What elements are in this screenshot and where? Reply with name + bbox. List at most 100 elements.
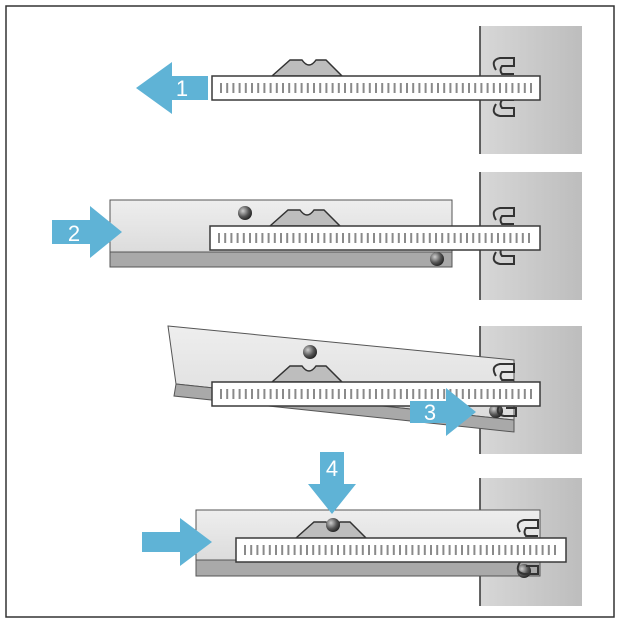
rail-tick	[344, 389, 346, 399]
rail-tick	[366, 233, 369, 243]
rail-tick	[244, 545, 246, 555]
rail-tick	[362, 83, 365, 93]
rail-tick	[480, 83, 483, 93]
rail-tick	[535, 545, 538, 555]
rail-tick	[337, 83, 340, 93]
ball-bearing	[303, 345, 317, 359]
rail-tick	[393, 389, 396, 399]
rail-tick	[454, 545, 457, 555]
rail-tick	[368, 83, 371, 93]
rail-tick	[393, 83, 396, 93]
rail	[235, 537, 567, 563]
rail-tick	[486, 83, 489, 93]
rail-clip-top	[492, 57, 515, 75]
rail-tick	[249, 233, 251, 243]
rail-tick	[418, 389, 421, 399]
rail-tick	[319, 83, 322, 93]
rail-tick	[430, 545, 432, 555]
rail-tick	[331, 389, 334, 399]
rail-tick	[435, 233, 437, 243]
rail-tick	[412, 389, 415, 399]
rail-tick	[275, 545, 277, 555]
rail-tick	[461, 389, 464, 399]
rail-clip-bottom	[492, 99, 515, 117]
rail-tick	[449, 83, 452, 93]
rail-tick	[293, 545, 296, 555]
rail-tick	[474, 389, 477, 399]
rail-tick	[325, 389, 328, 399]
rail-tick	[299, 545, 302, 555]
rail-tick	[554, 545, 556, 555]
rail-tick	[312, 545, 315, 555]
step-number-1: 1	[176, 76, 188, 101]
rail-tick	[473, 545, 476, 555]
rail-tick	[399, 545, 401, 555]
rail-tick	[523, 83, 526, 93]
rail-tick	[498, 545, 501, 555]
rail-tick	[467, 545, 470, 555]
rail-tick	[298, 233, 301, 243]
ball-bearing	[238, 206, 252, 220]
rail-tick	[306, 545, 308, 555]
rail	[211, 381, 541, 407]
rail-tick	[391, 233, 394, 243]
rail-tick	[375, 389, 377, 399]
rail-tick	[349, 545, 352, 555]
rail-tick	[319, 389, 322, 399]
ball-bearing	[326, 518, 340, 532]
rail-tick	[399, 83, 402, 93]
rail-tick	[250, 545, 253, 555]
rail-tick	[509, 233, 512, 243]
rail-tick	[273, 233, 276, 243]
step-number-3: 3	[424, 400, 436, 425]
rail-tick	[344, 83, 346, 93]
rail-tick	[287, 545, 290, 555]
rail-tick	[490, 233, 493, 243]
rail-tick	[226, 83, 229, 93]
rail-tick	[374, 545, 377, 555]
rail-tick	[437, 83, 439, 93]
rail-tick	[484, 233, 487, 243]
rail-tick	[356, 389, 359, 399]
rail-tick	[510, 545, 513, 555]
step-1-panel: 1	[136, 26, 582, 154]
rail-tick	[399, 389, 402, 399]
rail-tick	[386, 545, 389, 555]
rail-tick	[304, 233, 307, 243]
rail-tick	[422, 233, 425, 243]
rail-tick	[281, 545, 284, 555]
rail-tick	[523, 545, 525, 555]
rail-tick	[381, 389, 384, 399]
slider-bump	[268, 209, 342, 227]
rail-tick	[362, 389, 365, 399]
rail-tick	[523, 389, 526, 399]
rail-tick	[443, 83, 446, 93]
slider-bump	[270, 59, 344, 77]
rail-tick	[348, 233, 351, 243]
rail-tick	[428, 233, 431, 243]
rail-tick	[499, 389, 501, 399]
rail-tick	[529, 545, 532, 555]
rail-tick	[436, 545, 439, 555]
shelf-edge	[109, 251, 453, 268]
rail-tick	[411, 545, 414, 555]
rail-tick	[447, 233, 450, 243]
rail-tick	[337, 389, 340, 399]
rail-tick	[547, 545, 550, 555]
rail-tick	[499, 83, 501, 93]
rail-tick	[517, 389, 520, 399]
arrow-step-3: 3	[410, 388, 476, 436]
rail-tick	[418, 83, 421, 93]
rail-tick	[528, 233, 530, 243]
rail-tick	[282, 389, 284, 399]
arrow-step-2: 2	[52, 206, 122, 258]
rail-tick	[480, 389, 483, 399]
rail-tick	[505, 389, 508, 399]
rail-tick	[437, 389, 439, 399]
rail-tick	[468, 83, 470, 93]
rail-clip-top	[516, 519, 539, 537]
rail-tick	[368, 545, 370, 555]
rail-tick	[261, 233, 264, 243]
rail-tick	[375, 83, 377, 93]
rail-tick	[354, 233, 357, 243]
